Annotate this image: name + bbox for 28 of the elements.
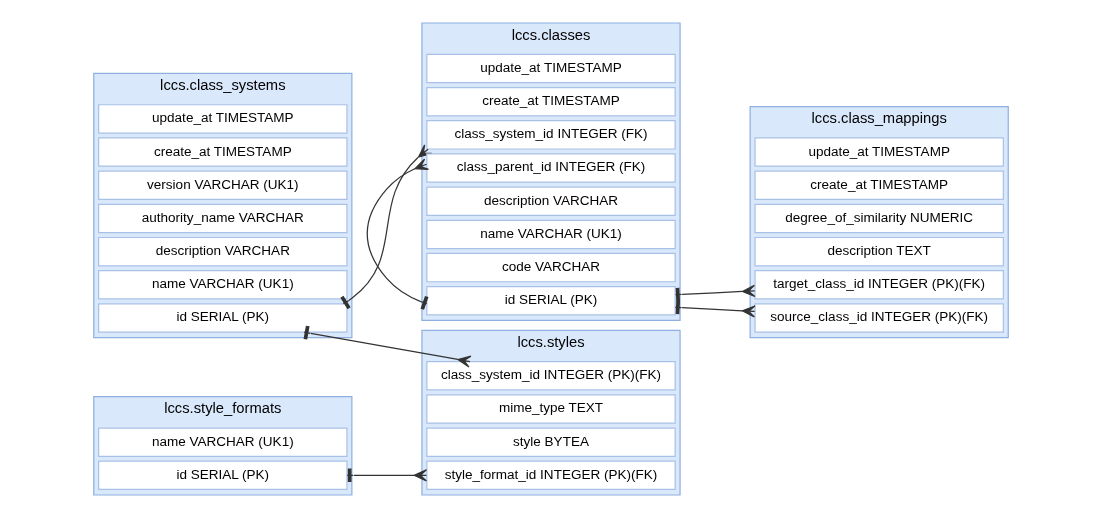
node-box: name VARCHAR (UK1) xyxy=(426,219,676,250)
node-box: target_class_id INTEGER (PK)(FK) xyxy=(754,270,1004,300)
node-box: description VARCHAR xyxy=(98,236,348,267)
node-box: update_at TIMESTAMP xyxy=(426,53,676,84)
node-box: create_at TIMESTAMP xyxy=(98,137,348,167)
node-box: name VARCHAR (UK1) xyxy=(98,270,348,300)
node-box: update_at TIMESTAMP xyxy=(98,104,348,134)
connector xyxy=(366,158,430,310)
node-box: class_system_id INTEGER (PK)(FK) xyxy=(426,361,676,391)
node-box: create_at TIMESTAMP xyxy=(426,86,676,117)
node-box: class_system_id INTEGER (FK) xyxy=(426,120,676,150)
node-box: style BYTEA xyxy=(426,427,676,457)
node-box: name VARCHAR (UK1) xyxy=(98,427,348,457)
node-box: description TEXT xyxy=(754,236,1004,267)
node-box: authority_name VARCHAR xyxy=(98,203,348,234)
node-box: create_at TIMESTAMP xyxy=(754,170,1004,200)
node-box: degree_of_similarity NUMERIC xyxy=(754,203,1004,234)
node-box: style_format_id INTEGER (PK)(FK) xyxy=(426,460,676,491)
connector xyxy=(303,325,472,368)
node-box: mime_type TEXT xyxy=(426,394,676,424)
node-box: version VARCHAR (UK1) xyxy=(98,170,348,200)
node-box: source_class_id INTEGER (PK)(FK) xyxy=(754,303,1004,333)
node-box: update_at TIMESTAMP xyxy=(754,137,1004,167)
node-box: code VARCHAR xyxy=(426,252,676,283)
node-box: description VARCHAR xyxy=(426,186,676,216)
node-box: id SERIAL (PK) xyxy=(426,286,676,316)
node-box: id SERIAL (PK) xyxy=(98,460,348,491)
node-box: class_parent_id INTEGER (FK) xyxy=(426,153,676,183)
